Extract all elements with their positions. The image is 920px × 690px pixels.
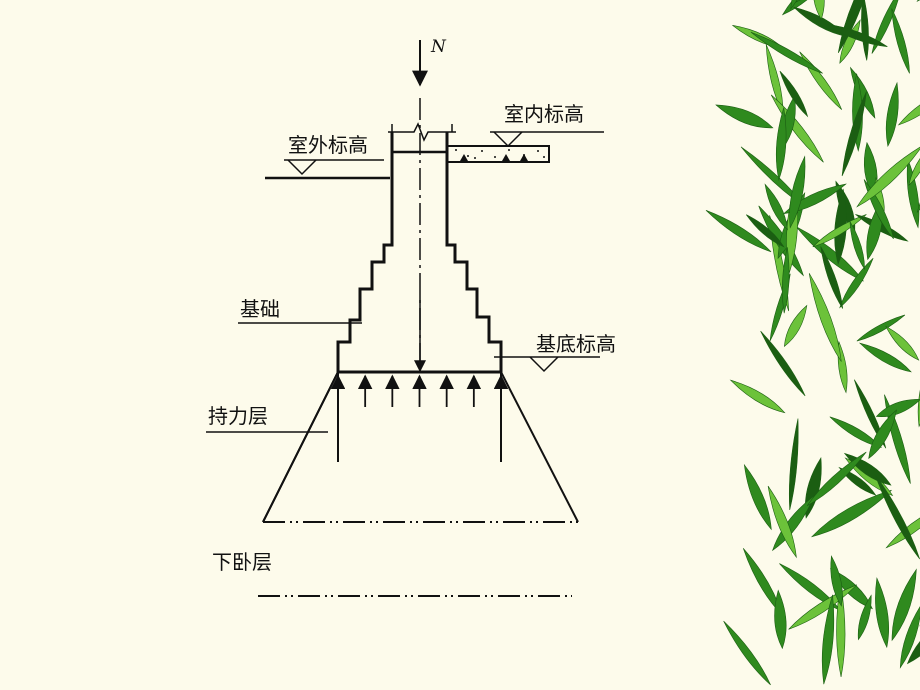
spread-line-left: [262, 371, 339, 523]
bamboo-leaf: [857, 594, 872, 641]
bamboo-leaf: [916, 0, 920, 3]
bamboo-leaf: [783, 304, 808, 347]
spread-line-right: [500, 371, 579, 523]
bamboo-leaf: [806, 451, 867, 506]
bamboo-leaves-decoration: [705, 0, 920, 686]
bamboo-leaf: [740, 146, 806, 208]
bamboo-leaf: [789, 155, 806, 229]
bamboo-leaf: [774, 589, 787, 650]
bamboo-leaf: [767, 485, 797, 559]
bamboo-leaf: [765, 44, 784, 115]
bamboo-leaf: [849, 221, 865, 270]
indoor-level-mark: [490, 131, 604, 148]
bamboo-leaf: [875, 577, 889, 649]
bamboo-leaf: [729, 379, 786, 414]
bamboo-leaf: [781, 0, 839, 16]
bamboo-leaf: [874, 473, 920, 560]
bamboo-leaf: [705, 210, 772, 253]
load-label: N: [430, 37, 447, 57]
foundation-outline: [336, 132, 503, 374]
bamboo-leaf: [858, 342, 912, 373]
bamboo-leaf: [891, 568, 917, 642]
bamboo-leaf: [820, 246, 844, 309]
bamboo-leaf: [856, 145, 920, 208]
base-reaction-arrows: [330, 374, 509, 410]
bamboo-leaf: [906, 614, 920, 665]
bamboo-leaf: [841, 91, 867, 177]
bamboo-leaf: [885, 81, 899, 148]
bamboo-leaf: [824, 23, 888, 47]
bamboo-leaf: [788, 418, 799, 511]
bamboo-leaf: [810, 489, 892, 538]
bamboo-leaf: [856, 314, 906, 342]
wall-break-symbol: [388, 122, 456, 142]
bamboo-leaf: [897, 88, 920, 126]
bamboo-leaf: [829, 416, 883, 448]
underlying-stratum-label: 下卧层: [212, 550, 272, 574]
bamboo-leaf: [861, 0, 869, 61]
bamboo-leaf: [775, 107, 787, 181]
bamboo-leaf: [779, 563, 841, 611]
outdoor-level-mark: [284, 159, 384, 176]
bamboo-leaf: [781, 247, 790, 314]
bamboo-leaf: [830, 555, 843, 607]
bamboo-leaf: [839, 257, 874, 309]
bamboo-leaf: [871, 0, 902, 54]
bamboo-leaf: [838, 466, 877, 496]
bamboo-leaf: [812, 0, 825, 20]
bamboo-leaf: [788, 584, 858, 630]
bamboo-leaf: [917, 363, 920, 428]
bamboo-leaf: [899, 603, 920, 669]
bamboo-leaf: [779, 70, 809, 118]
bamboo-leaf: [764, 183, 788, 231]
bamboo-leaf: [743, 463, 772, 531]
bamboo-leaf: [868, 409, 897, 460]
bamboo-leaf: [821, 594, 835, 685]
bamboo-leaf: [908, 143, 920, 186]
bamboo-leaf: [746, 214, 785, 248]
floor-fill-dots: [455, 149, 545, 161]
bamboo-leaf: [715, 104, 774, 129]
bamboo-leaf: [849, 66, 876, 119]
bamboo-leaf: [750, 31, 823, 74]
base-level-label: 基底标高: [536, 332, 616, 356]
foundation-label: 基础: [240, 297, 280, 321]
bearing-stratum-label: 持力层: [208, 404, 268, 428]
bamboo-leaf: [760, 330, 806, 397]
bamboo-leaf: [808, 273, 842, 362]
bamboo-leaf: [839, 19, 861, 64]
indoor-level-label: 室内标高: [504, 102, 584, 126]
base-level-mark: [494, 356, 600, 373]
bamboo-leaf: [799, 51, 843, 110]
outdoor-level-label: 室外标高: [288, 133, 368, 157]
bamboo-leaf: [875, 399, 920, 418]
bamboo-leaf: [885, 325, 920, 361]
bamboo-leaf: [812, 214, 867, 248]
bamboo-leaf: [723, 620, 771, 686]
bamboo-leaf: [742, 548, 783, 616]
bamboo-leaf: [885, 504, 920, 549]
bamboo-leaf: [891, 8, 910, 74]
